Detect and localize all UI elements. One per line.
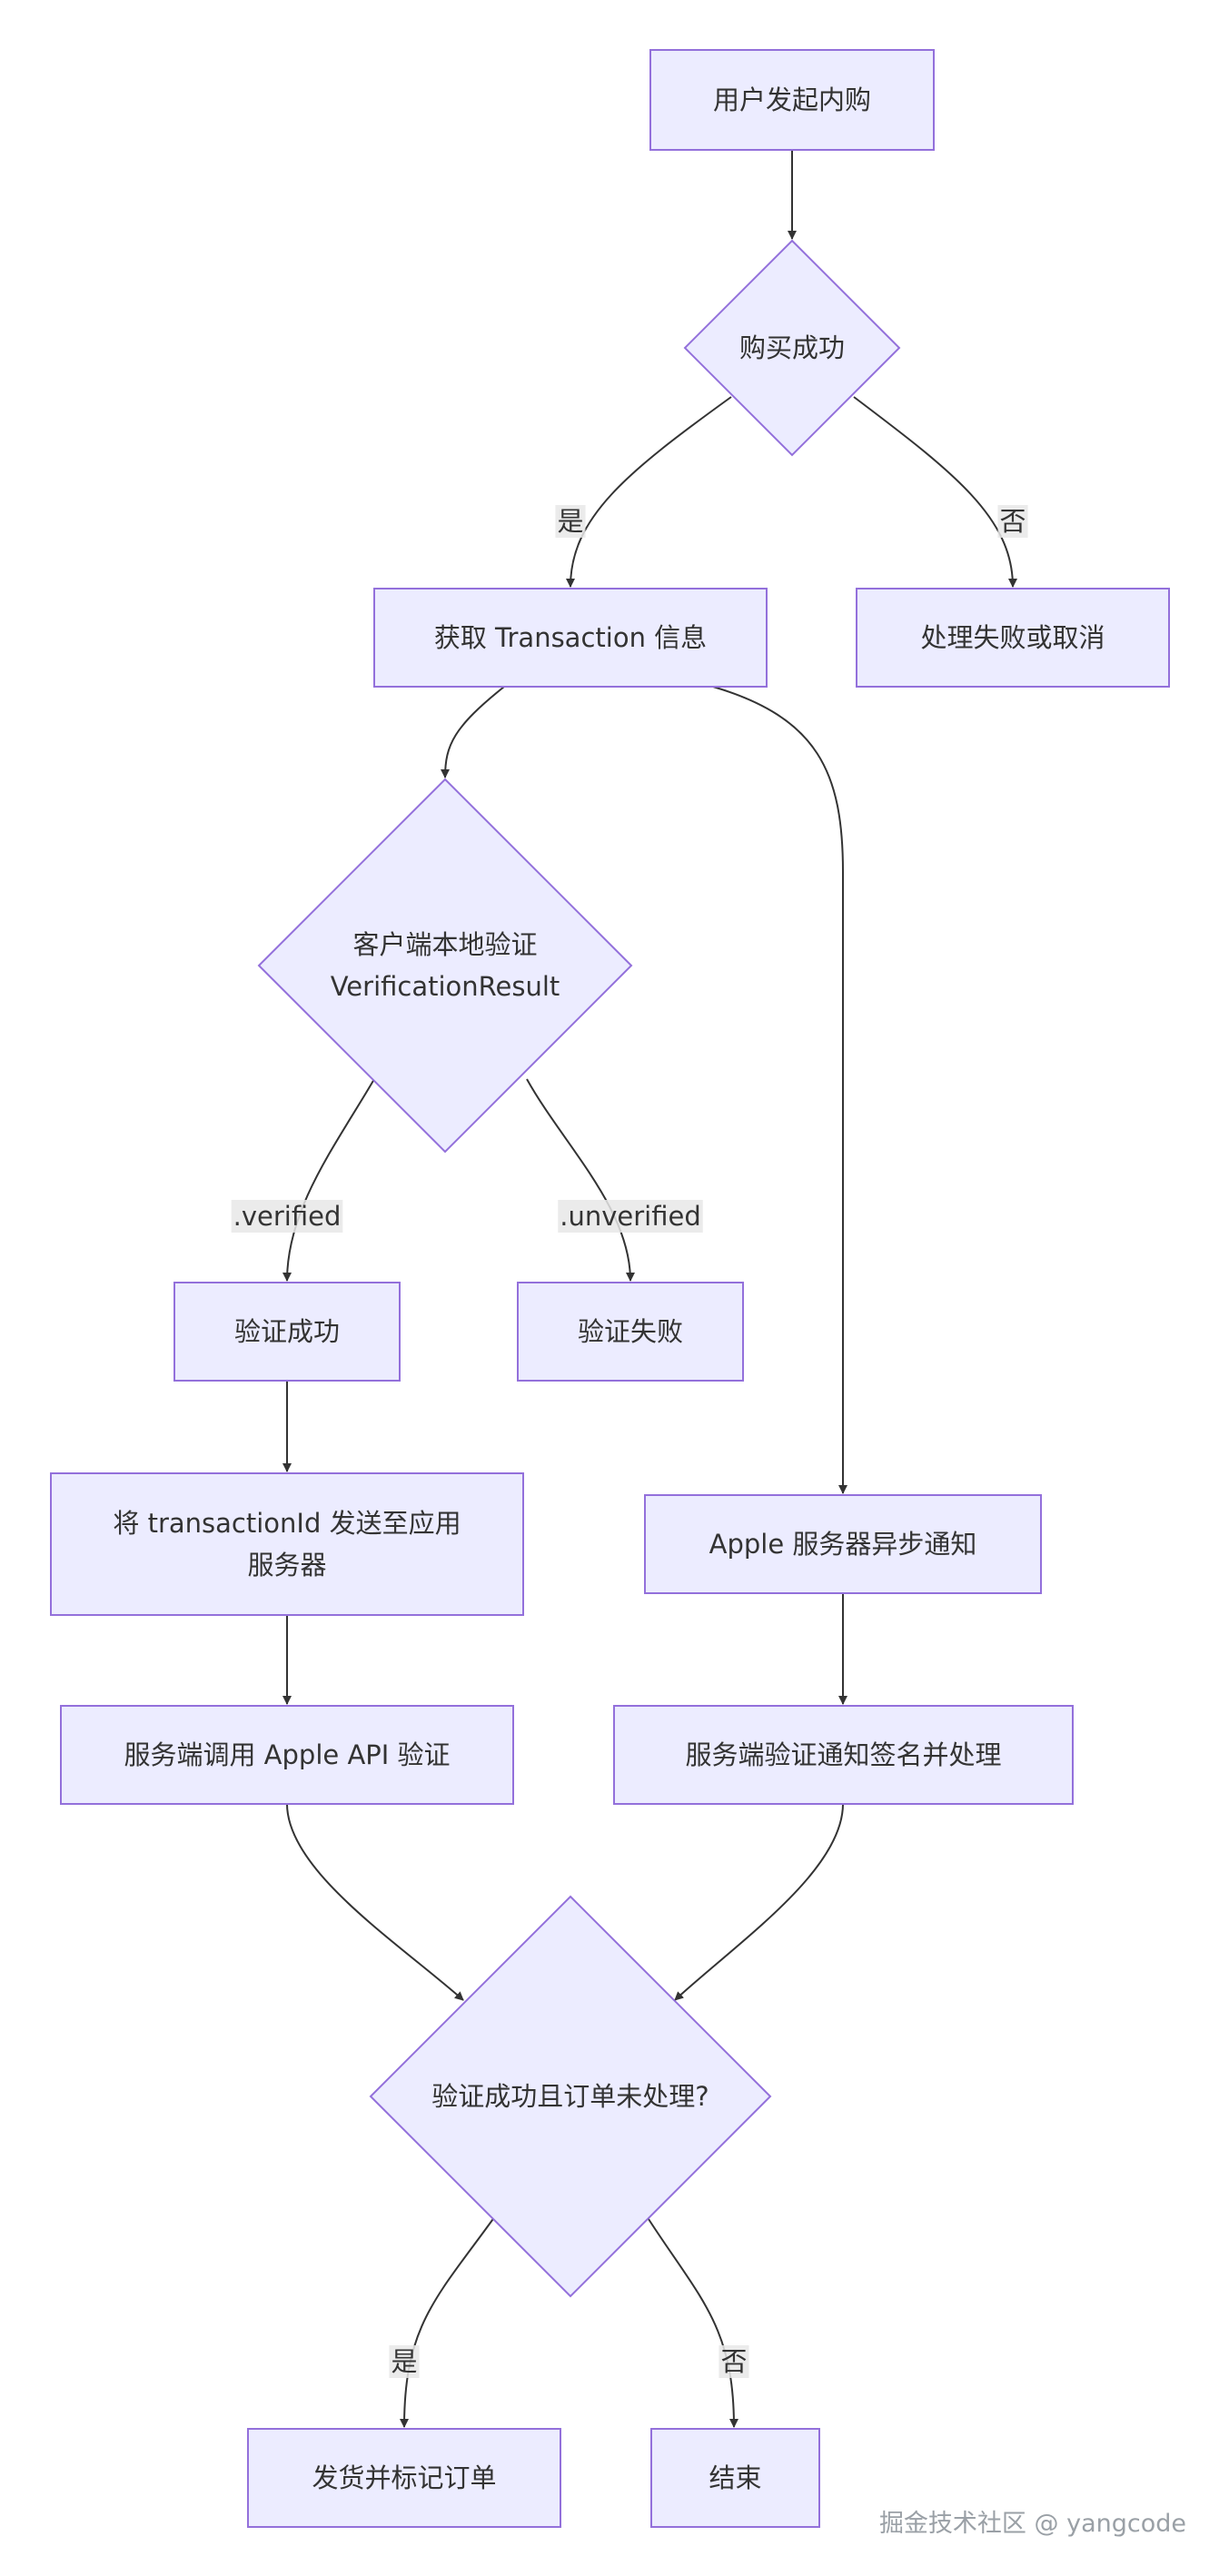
edge-label-background bbox=[231, 1200, 343, 1233]
edge-client-verified bbox=[282, 1078, 375, 1282]
get-transaction-node-label: 获取 Transaction 信息 bbox=[434, 622, 707, 653]
client-verification-decision: 客户端本地验证 VerificationResult bbox=[257, 778, 633, 1154]
edge-label-text: 否 bbox=[999, 506, 1026, 537]
edge-label-background bbox=[997, 505, 1028, 538]
order-check-decision-label: 验证成功且订单未处理? bbox=[431, 2081, 709, 2112]
handle-failure-node-label: 处理失败或取消 bbox=[920, 622, 1105, 653]
edge-label-text: .verified bbox=[233, 1201, 342, 1232]
edge-label-unverified: .unverified bbox=[558, 1200, 703, 1233]
start-node: 用户发起内购 bbox=[649, 49, 935, 151]
edge-label-background bbox=[555, 505, 586, 538]
edge-purchase-yes bbox=[566, 396, 732, 588]
ship-order-node-box bbox=[247, 2428, 561, 2528]
handle-failure-node-box bbox=[856, 588, 1170, 688]
get-transaction-node-box bbox=[373, 588, 768, 688]
edge-check-yes bbox=[400, 2215, 496, 2428]
verify-fail-node: 验证失败 bbox=[517, 1282, 744, 1382]
server-call-api-node: 服务端调用 Apple API 验证 bbox=[60, 1705, 514, 1805]
end-node-box bbox=[650, 2428, 820, 2528]
edge-sig-check bbox=[674, 1803, 844, 2001]
edge-label-background bbox=[719, 2345, 749, 2378]
edge-label-text: 否 bbox=[720, 2346, 747, 2377]
edge-check-no bbox=[646, 2215, 738, 2428]
client-verification-decision-shape bbox=[257, 778, 633, 1154]
server-call-api-node-box bbox=[60, 1705, 514, 1805]
client-verification-decision-label: 客户端本地验证 bbox=[352, 929, 537, 960]
ship-order-node: 发货并标记订单 bbox=[247, 2428, 561, 2528]
verify-fail-node-label: 验证失败 bbox=[578, 1316, 683, 1347]
verify-fail-node-box bbox=[517, 1282, 744, 1382]
edge-label-yes-2: 是 bbox=[389, 2345, 420, 2378]
client-verification-decision-label: VerificationResult bbox=[331, 971, 560, 1002]
verify-success-node-label: 验证成功 bbox=[234, 1316, 340, 1347]
purchase-success-decision-shape bbox=[683, 239, 901, 457]
edge-label-background bbox=[558, 1200, 703, 1233]
watermark: 掘金技术社区 @ yangcode bbox=[878, 2510, 1186, 2538]
edge-purchase-no bbox=[853, 396, 1017, 588]
edge-label-no-1: 否 bbox=[997, 505, 1028, 538]
edge-api-check bbox=[286, 1803, 464, 2001]
edge-label-background bbox=[389, 2345, 420, 2378]
verify-success-node: 验证成功 bbox=[173, 1282, 401, 1382]
order-check-decision: 验证成功且订单未处理? bbox=[369, 1895, 772, 2298]
send-transaction-id-node-label: 将 transactionId 发送至应用 bbox=[113, 1508, 461, 1539]
start-node-box bbox=[649, 49, 935, 151]
send-transaction-id-node-label: 服务器 bbox=[247, 1550, 326, 1580]
ship-order-node-label: 发货并标记订单 bbox=[312, 2462, 496, 2493]
purchase-success-decision: 购买成功 bbox=[683, 239, 901, 457]
get-transaction-node: 获取 Transaction 信息 bbox=[373, 588, 768, 688]
edge-label-no-2: 否 bbox=[719, 2345, 749, 2378]
server-call-api-node-label: 服务端调用 Apple API 验证 bbox=[124, 1739, 450, 1770]
apple-notification-node: Apple 服务器异步通知 bbox=[644, 1494, 1042, 1594]
order-check-decision-shape bbox=[369, 1895, 772, 2298]
apple-notification-node-label: Apple 服务器异步通知 bbox=[709, 1529, 977, 1560]
handle-failure-node: 处理失败或取消 bbox=[856, 588, 1170, 688]
server-verify-signature-node-box bbox=[613, 1705, 1074, 1805]
edge-label-yes-1: 是 bbox=[555, 505, 586, 538]
server-verify-signature-node: 服务端验证通知签名并处理 bbox=[613, 1705, 1074, 1805]
edge-client-unverified bbox=[526, 1078, 635, 1282]
edge-label-text: .unverified bbox=[560, 1201, 700, 1232]
server-verify-signature-node-label: 服务端验证通知签名并处理 bbox=[685, 1739, 1001, 1770]
purchase-success-decision-label: 购买成功 bbox=[739, 332, 845, 363]
apple-notification-node-box bbox=[644, 1494, 1042, 1594]
edge-trans-apple bbox=[712, 686, 847, 1494]
end-node: 结束 bbox=[650, 2428, 820, 2528]
edge-label-text: 是 bbox=[557, 506, 583, 537]
end-node-label: 结束 bbox=[709, 2462, 761, 2493]
edge-trans-client bbox=[441, 686, 505, 778]
edge-label-verified: .verified bbox=[231, 1200, 343, 1233]
send-transaction-id-node-box bbox=[50, 1472, 524, 1616]
start-node-label: 用户发起内购 bbox=[713, 84, 871, 115]
edge-label-text: 是 bbox=[391, 2346, 417, 2377]
verify-success-node-box bbox=[173, 1282, 401, 1382]
